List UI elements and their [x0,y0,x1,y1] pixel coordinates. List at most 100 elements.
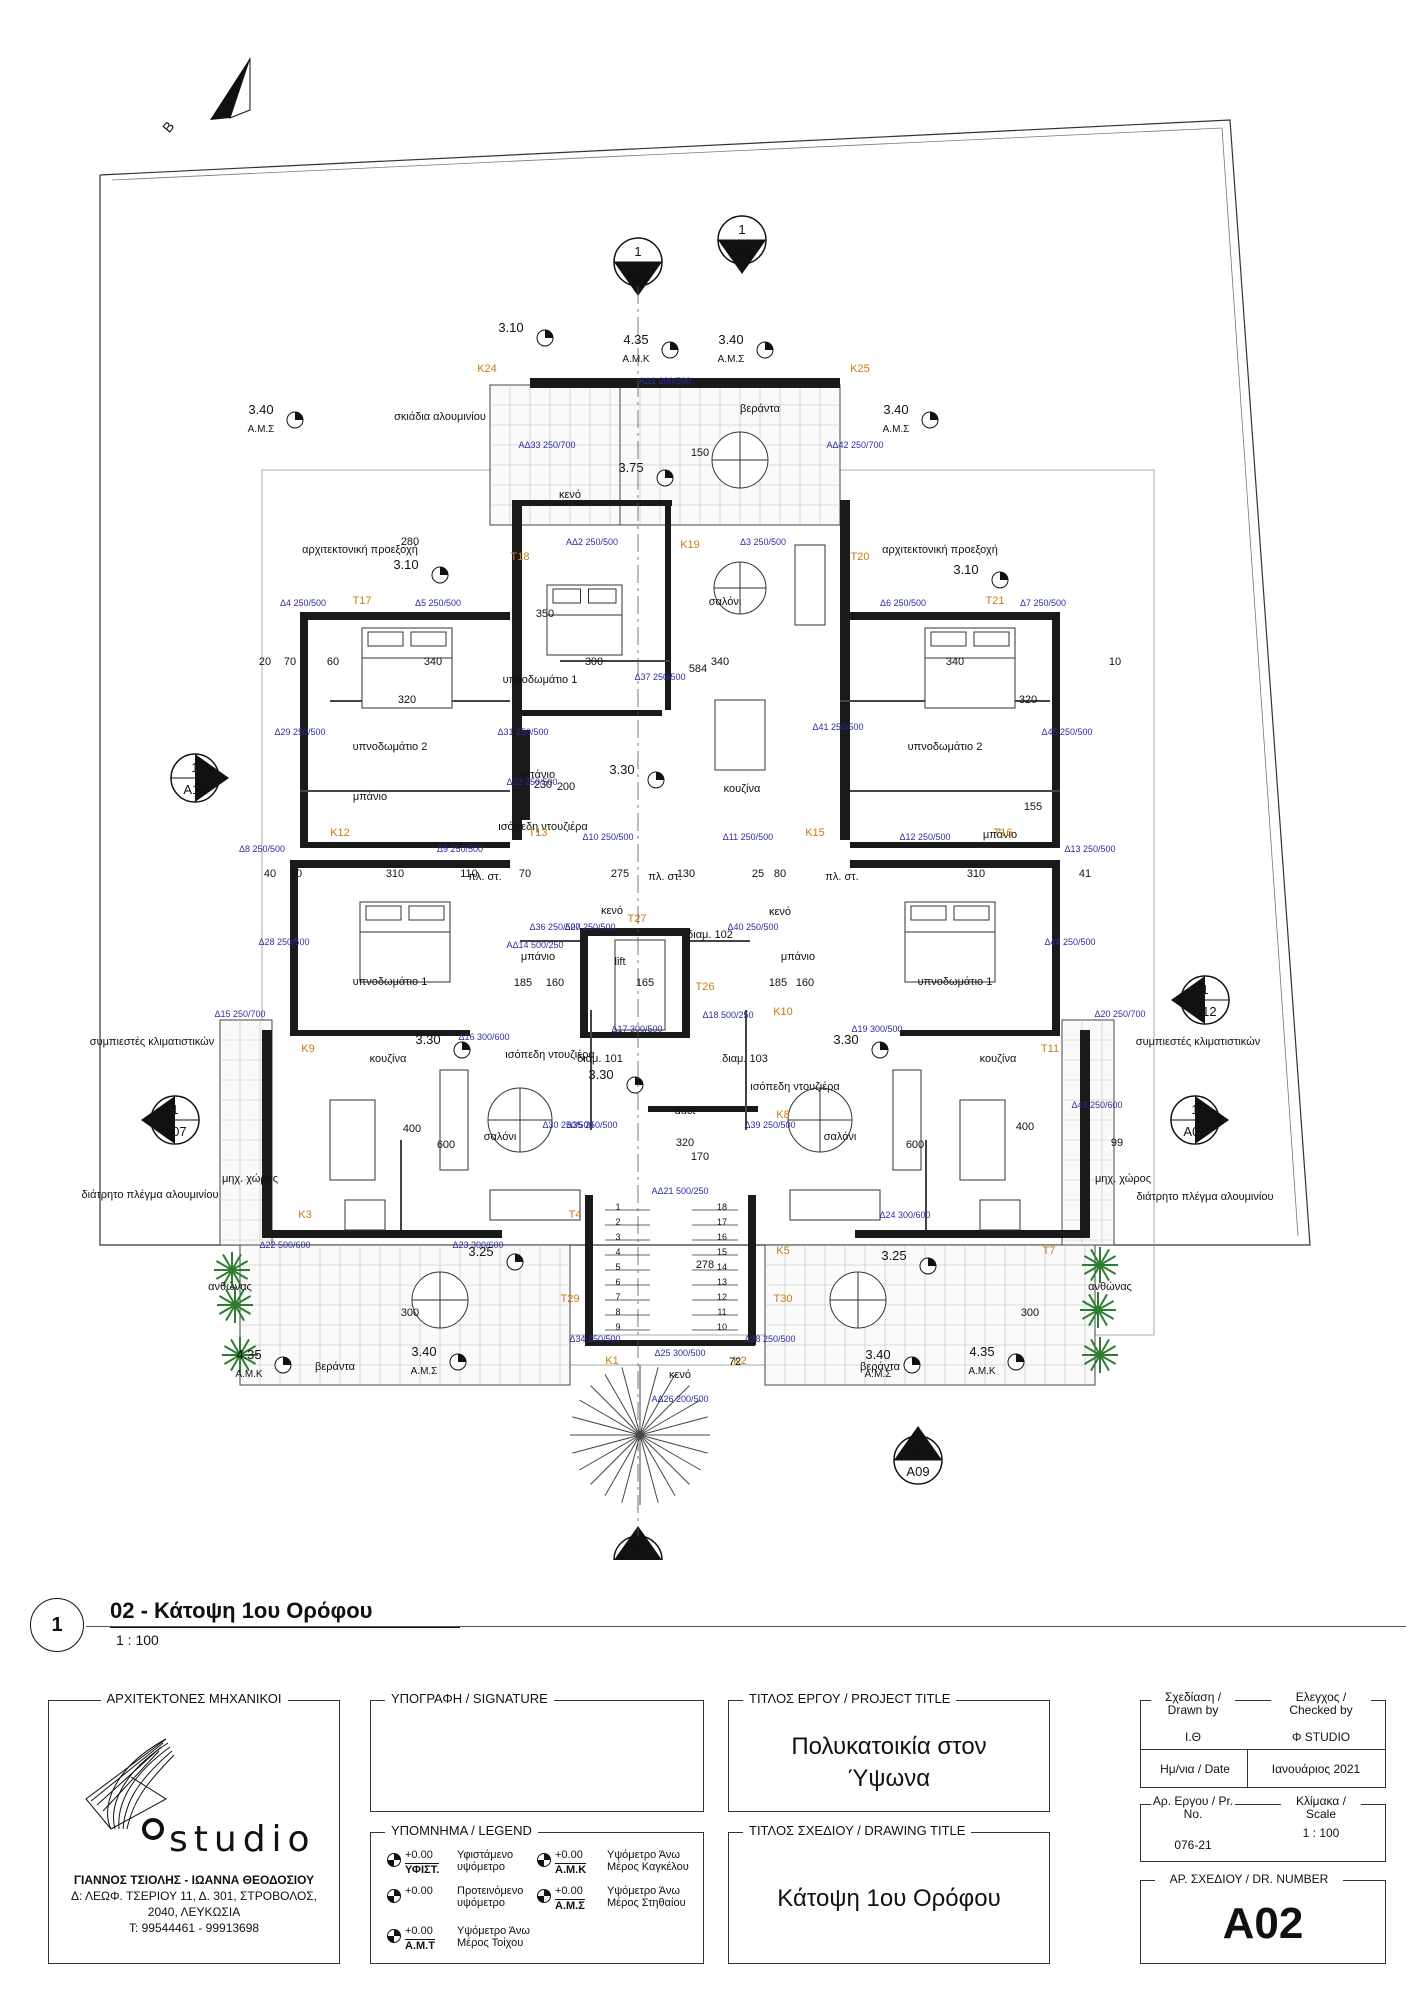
partition [400,1140,402,1230]
legend-value: +0.00 [405,1849,433,1861]
title-block: ΑΡΧΙΤΕΚΤΟΝΕΣ ΜΗΧΑΝΙΚΟΙ studio ΓΙΑΝΝΟΣ ΤΣ… [30,1680,1386,1980]
level-mark: 3.25 [468,1244,524,1271]
legend-value: +0.00 [405,1925,433,1937]
legend-text: Προτεινόμενο υψόμετρο [457,1885,524,1909]
level-mark-fill [440,567,448,575]
checked-by: Φ STUDIO [1291,1730,1351,1744]
opening-label: Δ22 500/600 [259,1240,310,1250]
checked-by-label: Ελεγχος / Checked by [1271,1691,1371,1717]
column-tag: K1 [605,1355,618,1367]
plant-icon [222,1337,258,1373]
opening-label: Δ13 250/500 [1064,844,1115,854]
level-mark-fill [656,772,664,780]
column-tag: K25 [850,363,870,375]
dimension-label: 170 [691,1151,709,1163]
column-tag: K2 [733,1355,746,1367]
column-tag: T7 [1043,1245,1056,1257]
legend-tag: Α.Μ.Κ [555,1863,587,1876]
tree-branch [639,1434,690,1485]
level-tag: Α.Μ.Σ [883,424,910,435]
legend-value: +0.00 [555,1849,583,1861]
wall [585,1195,593,1345]
plant-icon-leaf [239,1345,257,1356]
plant-icon-leaf [1083,1264,1101,1275]
wall [262,1230,502,1238]
stair-step-number: 15 [717,1247,727,1257]
firm-address-2: 2040, ΛΕΥΚΩΣΙΑ [147,1905,241,1919]
room-label: πλ. στ. [468,871,501,883]
plant-icon-leaf [234,1304,245,1322]
dimension-label: 340 [424,656,442,668]
plant-icon-leaf [1099,1345,1117,1356]
room-label: βεράντα [315,1361,356,1373]
opening-label: Δ39 250/500 [744,1120,795,1130]
plant-icon-leaf [1099,1248,1110,1266]
section-mark-number: 1 [1191,1102,1198,1117]
dimension-label: 300 [401,1307,419,1319]
plant-icon-leaf [1099,1354,1110,1372]
sofa-icon [794,544,826,626]
section-mark-number: 1 [738,222,745,237]
round-table-icon [411,1271,469,1329]
tree-branch [639,1385,690,1436]
wall [1080,1030,1090,1235]
room-label: ανθώνας [1088,1281,1132,1293]
stair-step-number: 14 [717,1262,727,1272]
stair-step-number: 13 [717,1277,727,1287]
wall [840,500,850,840]
level-value: 4.35 [236,1347,261,1362]
level-mark-fill [462,1042,470,1050]
wall [580,928,588,1038]
wall [855,1230,1090,1238]
dimension-label: 99 [1111,1137,1123,1149]
room-label: βεράντα [860,1361,901,1373]
section-mark-arrow-icon [614,1526,662,1560]
room-label: duct [675,1105,696,1117]
plant-icon-leaf [1081,1309,1099,1320]
date: Ιανουάριος 2021 [1271,1762,1361,1776]
plant-icon-leaf [218,1295,236,1306]
column-tag: T11 [1041,1043,1059,1055]
tree-branch [639,1434,676,1496]
dimension-label: 584 [689,663,707,675]
wall [850,842,1060,848]
room-label: πλ. στ. [825,871,858,883]
tree-branch [639,1434,708,1454]
column-tag: T16 [994,827,1013,839]
plant-icon-leaf [222,1253,233,1271]
plant-icon-leaf [1081,1300,1099,1311]
partition [300,790,510,792]
room-label: υπνοδωμάτιο 1 [503,674,578,686]
dimension-label: 300 [1021,1307,1039,1319]
section-mark-number: 1 [634,244,641,259]
project-no-label: Αρ. Εργου / Pr. No. [1151,1794,1235,1821]
drawing-title: Κάτοψη 1ου Ορόφου [777,1885,1001,1912]
plant-icon-leaf [1090,1264,1101,1282]
info-panel-2: Αρ. Εργου / Pr. No. 076-21 Κλίμακα / Sca… [1140,1795,1386,1862]
room-label: ανθώνας [208,1281,252,1293]
dimension-label: 400 [1016,1121,1034,1133]
plant-icon-leaf [239,1338,250,1356]
level-mark: 3.75 [618,460,674,487]
tree-branch [579,1434,641,1471]
room-label: υπνοδωμάτιο 1 [353,976,428,988]
view-title-extension [86,1626,1406,1627]
stair-step-number: 18 [717,1202,727,1212]
kitchen-unit-icon [979,1199,1021,1231]
bed-icon [924,627,1016,709]
level-value: 3.25 [468,1244,493,1259]
project-title-panel: ΤΙΤΛΟΣ ΕΡΓΟΥ / PROJECT TITLE Πολυκατοικί… [728,1691,1050,1812]
dimension-label: 60 [327,656,339,668]
level-value: 3.30 [833,1032,858,1047]
column-tag: K3 [298,1209,311,1221]
dimension-label: 165 [636,977,654,989]
room-label: σαλόνι [709,596,742,608]
room-label: υπνοδωμάτιο 2 [353,741,428,753]
room-label: διαμ. 101 [577,1053,623,1065]
dimension-label: 200 [557,781,575,793]
sofa-icon [489,1189,581,1221]
bed-icon [361,627,453,709]
project-title-line2: Ύψωνα [847,1765,931,1792]
section-mark-sheet: A10 [183,782,206,797]
level-symbol-icon [537,1889,551,1903]
